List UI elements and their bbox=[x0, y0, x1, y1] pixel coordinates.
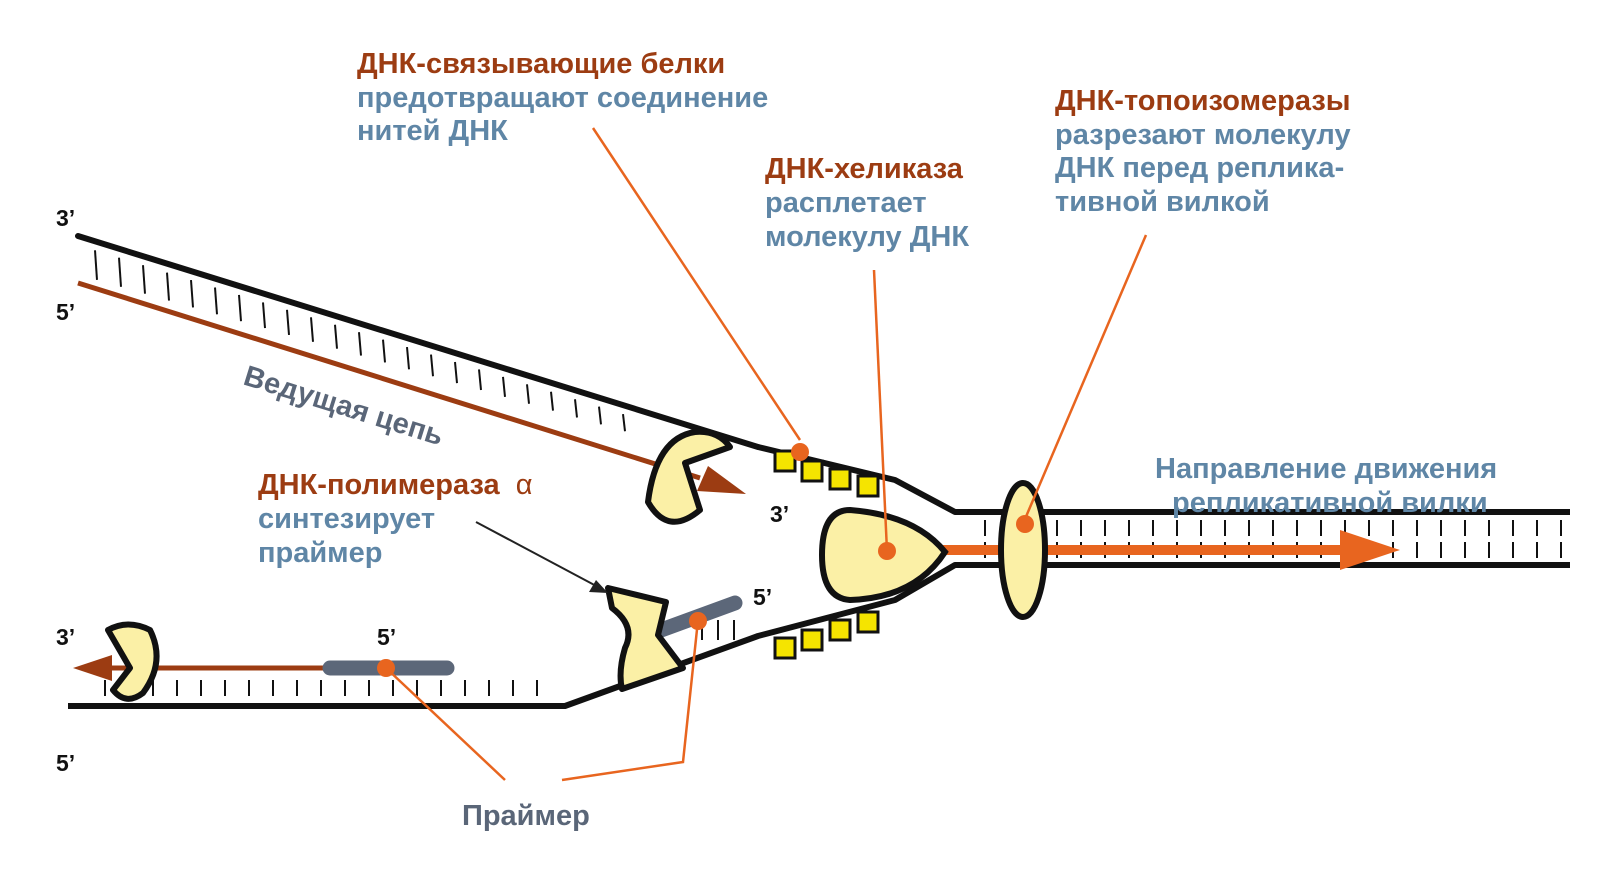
base-pair-tick bbox=[238, 294, 242, 322]
ssb-protein-icon bbox=[856, 610, 880, 634]
end-label: 5’ bbox=[377, 624, 396, 650]
helicase-desc-line-2: молекулу ДНК bbox=[765, 221, 969, 253]
upper-template-strand bbox=[75, 233, 761, 450]
topoisomerase-icon bbox=[998, 480, 1048, 620]
base-pair-tick bbox=[478, 369, 482, 391]
direction-label-line-2: репликативной вилки bbox=[1172, 487, 1488, 519]
base-pair-tick bbox=[358, 332, 362, 356]
ssb-pointer-dot bbox=[791, 443, 809, 461]
base-pair-tick bbox=[574, 399, 578, 418]
base-pair-tick bbox=[286, 309, 290, 336]
primer-pointer-dot bbox=[377, 659, 395, 677]
ssb-pointer bbox=[591, 127, 802, 441]
polymerase-pointer-arrowhead bbox=[589, 580, 608, 593]
topo-desc-line-1: разрезают молекулу bbox=[1055, 119, 1351, 151]
ssb-protein-icon bbox=[773, 449, 797, 473]
polymerase-pointer bbox=[475, 521, 601, 589]
base-pair-tick bbox=[262, 302, 266, 329]
base-pair-tick bbox=[598, 406, 602, 425]
ssb-protein-icon bbox=[773, 636, 797, 660]
upper-arm bbox=[75, 233, 1570, 515]
polymerase-icon bbox=[645, 428, 733, 525]
upper-base-pair-ticks bbox=[94, 250, 626, 432]
ssb-protein-icon bbox=[828, 618, 852, 642]
polymerase-symbol: α bbox=[516, 469, 533, 501]
helicase-title: ДНК-хеликаза bbox=[765, 153, 964, 185]
topo-desc-line-2: ДНК перед реплика- bbox=[1055, 152, 1344, 184]
ssb-proteins bbox=[773, 449, 880, 660]
base-pair-tick bbox=[310, 317, 314, 342]
helicase-desc-line-1: расплетает bbox=[765, 187, 927, 219]
base-pair-tick bbox=[622, 413, 626, 432]
fork-direction-arrowhead bbox=[1340, 530, 1400, 570]
ssb-protein-icon bbox=[800, 628, 824, 652]
base-pair-tick bbox=[502, 376, 506, 397]
end-label: 3’ bbox=[56, 205, 75, 231]
polymerase-name: ДНК-полимераза bbox=[258, 469, 501, 501]
polymerase-desc-line-1: синтезирует bbox=[258, 503, 435, 535]
leading-strand-arrowhead bbox=[697, 466, 746, 494]
end-label: 3’ bbox=[56, 624, 75, 650]
end-label: 5’ bbox=[56, 299, 75, 325]
base-pair-tick bbox=[166, 272, 170, 301]
base-pair-tick bbox=[430, 354, 434, 377]
base-pair-tick bbox=[94, 250, 98, 280]
helicase-pointer-dot bbox=[878, 542, 896, 560]
base-pair-tick bbox=[118, 257, 122, 287]
base-pair-tick bbox=[214, 287, 218, 315]
base-pair-tick bbox=[382, 339, 386, 363]
base-pair-tick bbox=[406, 346, 410, 370]
primer-pointer bbox=[385, 667, 506, 781]
primer-pointer-2 bbox=[561, 619, 700, 782]
polymerase-icon bbox=[105, 621, 160, 702]
polymerase-desc-line-2: праймер bbox=[258, 537, 382, 569]
polymerase-title: ДНК-полимераза α bbox=[258, 469, 533, 501]
ssb-protein-icon bbox=[828, 467, 852, 491]
topo-desc-line-3: тивной вилкой bbox=[1055, 186, 1270, 218]
primer-label: Праймер bbox=[462, 800, 590, 832]
base-pair-tick bbox=[550, 391, 554, 411]
ssb-protein-icon bbox=[800, 459, 824, 483]
ssb-desc-line-1: предотвращают соединение bbox=[357, 82, 768, 114]
lower-template-strand bbox=[68, 562, 1570, 709]
okazaki-arrowhead bbox=[73, 655, 112, 681]
upper-fork-strand bbox=[757, 444, 1570, 515]
end-label: 5’ bbox=[753, 584, 772, 610]
direction-label-line-1: Направление движения bbox=[1155, 453, 1497, 485]
ssb-title: ДНК-связывающие белки bbox=[357, 48, 725, 80]
primer-pointer-dot bbox=[689, 612, 707, 630]
leading-strand-label: Ведущая цепь bbox=[240, 360, 447, 452]
polymerase-icon bbox=[605, 585, 686, 692]
base-pair-tick bbox=[334, 324, 338, 349]
ssb-protein-icon bbox=[856, 474, 880, 498]
pointer-dots bbox=[377, 443, 1034, 677]
ssb-desc-line-2: нитей ДНК bbox=[357, 115, 508, 147]
pointer-lines bbox=[385, 127, 1148, 782]
base-pair-tick bbox=[454, 361, 458, 384]
base-pair-tick bbox=[142, 265, 146, 294]
base-pair-tick bbox=[526, 384, 530, 404]
topo-title: ДНК-топоизомеразы bbox=[1055, 85, 1351, 117]
leading-strand-arrow-line bbox=[77, 280, 701, 481]
parental-duplex-ticks bbox=[984, 520, 1562, 558]
topo-pointer bbox=[1023, 234, 1148, 520]
end-label: 3’ bbox=[770, 501, 789, 527]
topo-pointer-dot bbox=[1016, 515, 1034, 533]
end-label: 5’ bbox=[56, 750, 75, 776]
base-pair-tick bbox=[190, 279, 194, 308]
helicase-pointer bbox=[872, 269, 889, 552]
